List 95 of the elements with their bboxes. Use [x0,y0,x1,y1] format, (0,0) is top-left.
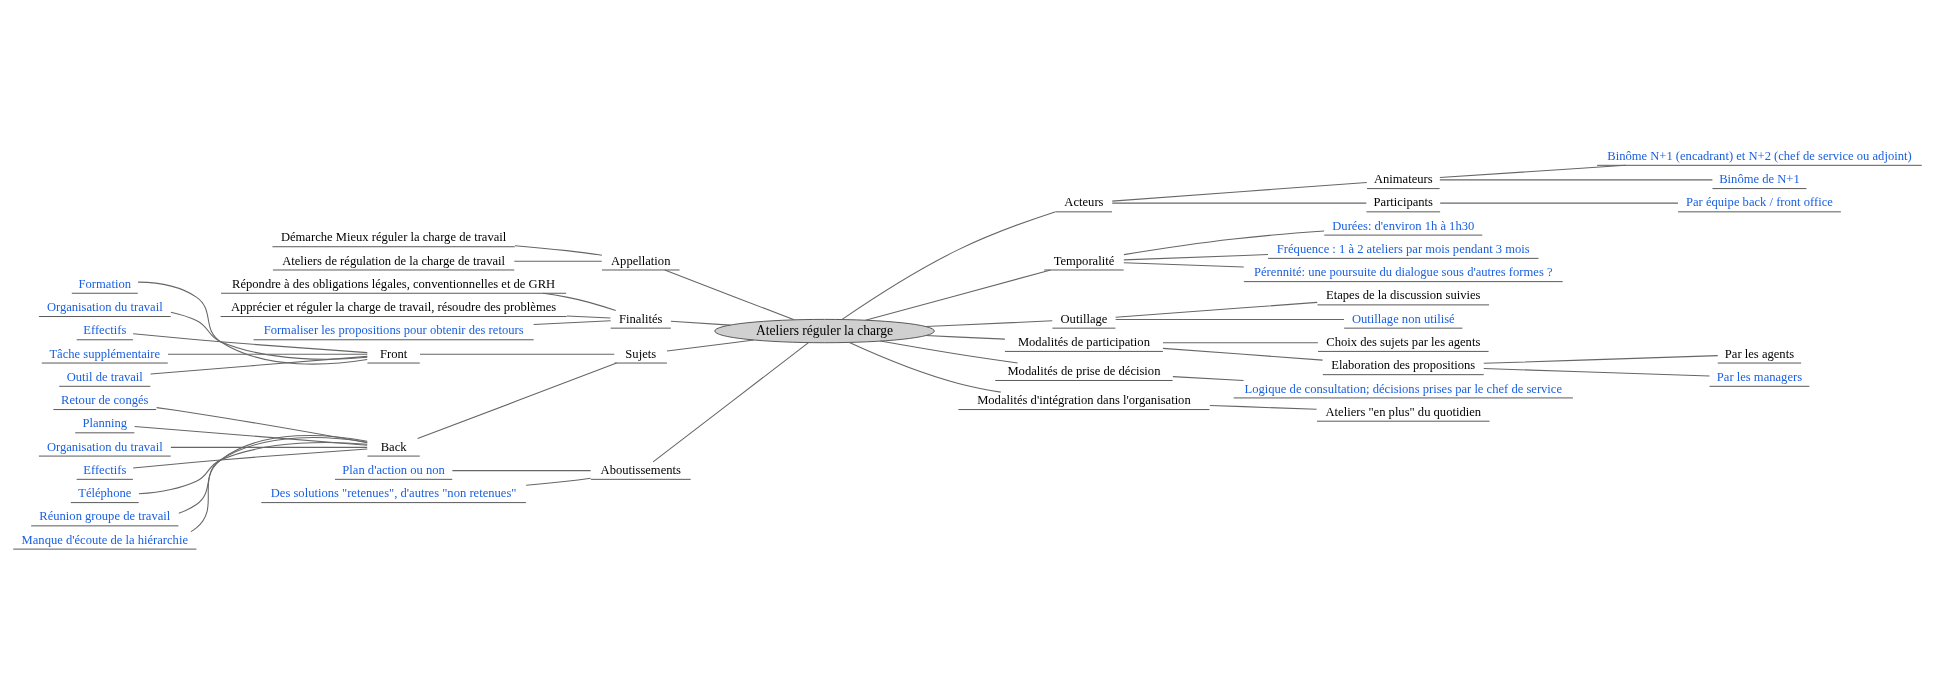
node-text: Aboutissements [600,462,681,477]
connector [1123,230,1325,256]
connector [1115,318,1345,320]
connector [150,355,368,375]
node-text: Temporalité [1053,253,1115,268]
connector [670,320,731,326]
node-text: Ateliers de régulation de la charge de travail [282,253,506,268]
node-text: Téléphone [78,486,132,501]
node-text: Front [379,346,408,361]
connector [167,353,368,355]
node-text: Ateliers "en plus" du quotidien [1325,404,1482,419]
connector [1439,164,1627,179]
node-text: Pérennité: une poursuite du dialogue sous d'autres formes ? [1254,265,1553,280]
node-text: Répondre à des obligations légales, conventionnelles et de GRH [232,276,556,291]
connector [134,425,368,446]
connector [925,335,1006,340]
node-text: Durées: d'environ 1h à 1h30 [1332,218,1475,233]
node-text: Planning [82,416,128,431]
connector [132,448,368,469]
connector [1209,404,1318,410]
connector [170,446,368,448]
connector [1483,355,1719,364]
connector [1115,301,1318,318]
connector [652,342,809,463]
node-text: Outillage [1060,311,1108,326]
connector [533,320,612,325]
node-text: Apprécier et réguler la charge de travail, résoudre des problèmes [230,300,557,315]
node-text: Participants [1373,195,1433,210]
connector [925,320,1053,328]
connector [170,311,368,360]
node-text: Manque d'écoute de la hiérarchie [21,532,188,547]
node-text: Fréquence : 1 à 2 ateliers par mois pendant 3 mois [1276,241,1530,256]
connector [1439,179,1713,181]
connector [1172,376,1245,381]
connector [542,292,617,312]
node-text: Plan d'action ou non [342,462,445,477]
connector [879,340,1019,364]
connector [132,333,368,354]
connector [1111,202,1367,204]
connector [1111,181,1368,202]
connector [451,470,592,472]
node-text: Modalités de prise de décision [1007,364,1161,379]
connector [841,211,1057,320]
node-text: Binôme de N+1 [1719,172,1800,187]
node-text: Acteurs [1064,195,1104,210]
node-text: Modalités d'intégration dans l'organisation [977,393,1191,408]
connector [1123,254,1269,261]
connector [666,339,755,352]
node-text: Formaliser les propositions pour obtenir des retours [263,323,524,338]
node-text: Outillage non utilisé [1351,311,1455,326]
node-text: Outil de travail [66,369,143,384]
connector [864,269,1052,321]
node-ellipse: Ateliers réguler la charge [714,318,935,344]
connector [664,269,795,321]
connector [514,245,603,256]
node-text: Formation [78,276,131,291]
node-text: Tâche supplémentaire [49,346,161,361]
node-text: Démarche Mieux réguler la charge de travail [280,230,507,245]
node-text: Effectifs [83,323,127,338]
connector [848,341,1002,393]
node-text: Choix des sujets par les agents [1326,334,1481,349]
connector [1162,347,1324,361]
connector [525,477,592,486]
node-text: Elaboration des propositions [1331,358,1476,373]
node-text: Par les agents [1724,346,1795,361]
node-text: Modalités de participation [1017,334,1150,349]
connector [137,281,368,365]
node-text: Par équipe back / front office [1686,195,1833,210]
node-text: Par les managers [1716,369,1803,384]
connector [419,353,615,355]
connector [1439,202,1679,204]
connector [1123,262,1245,268]
connector [513,260,603,262]
connector [156,407,368,444]
node-text: Sujets [625,346,657,361]
node-text: Animateurs [1373,172,1433,187]
connector [1483,368,1711,377]
node-text: Appellation [611,253,671,268]
node-text: Binôme N+1 (encadrant) et N+2 (chef de service ou adjoint) [1607,148,1912,163]
connector [417,362,618,440]
connector [138,441,368,495]
connector [178,437,368,514]
node-text: Des solutions "retenues", d'autres "non retenues" [270,486,517,501]
node-text: Back [380,439,407,454]
node-text: Organisation du travail [46,439,163,454]
node-text: Organisation du travail [46,300,163,315]
node-text: Etapes de la discussion suivies [1326,288,1481,303]
node-text: Réunion groupe de travail [39,509,171,524]
connector [190,434,368,533]
node-text: Retour de congés [61,393,149,408]
connector [1162,342,1319,344]
node-text: Effectifs [83,462,127,477]
node-text: Logique de consultation; décisions prises par le chef de service [1244,381,1563,396]
connector [566,315,611,319]
node-text: Finalités [619,311,663,326]
